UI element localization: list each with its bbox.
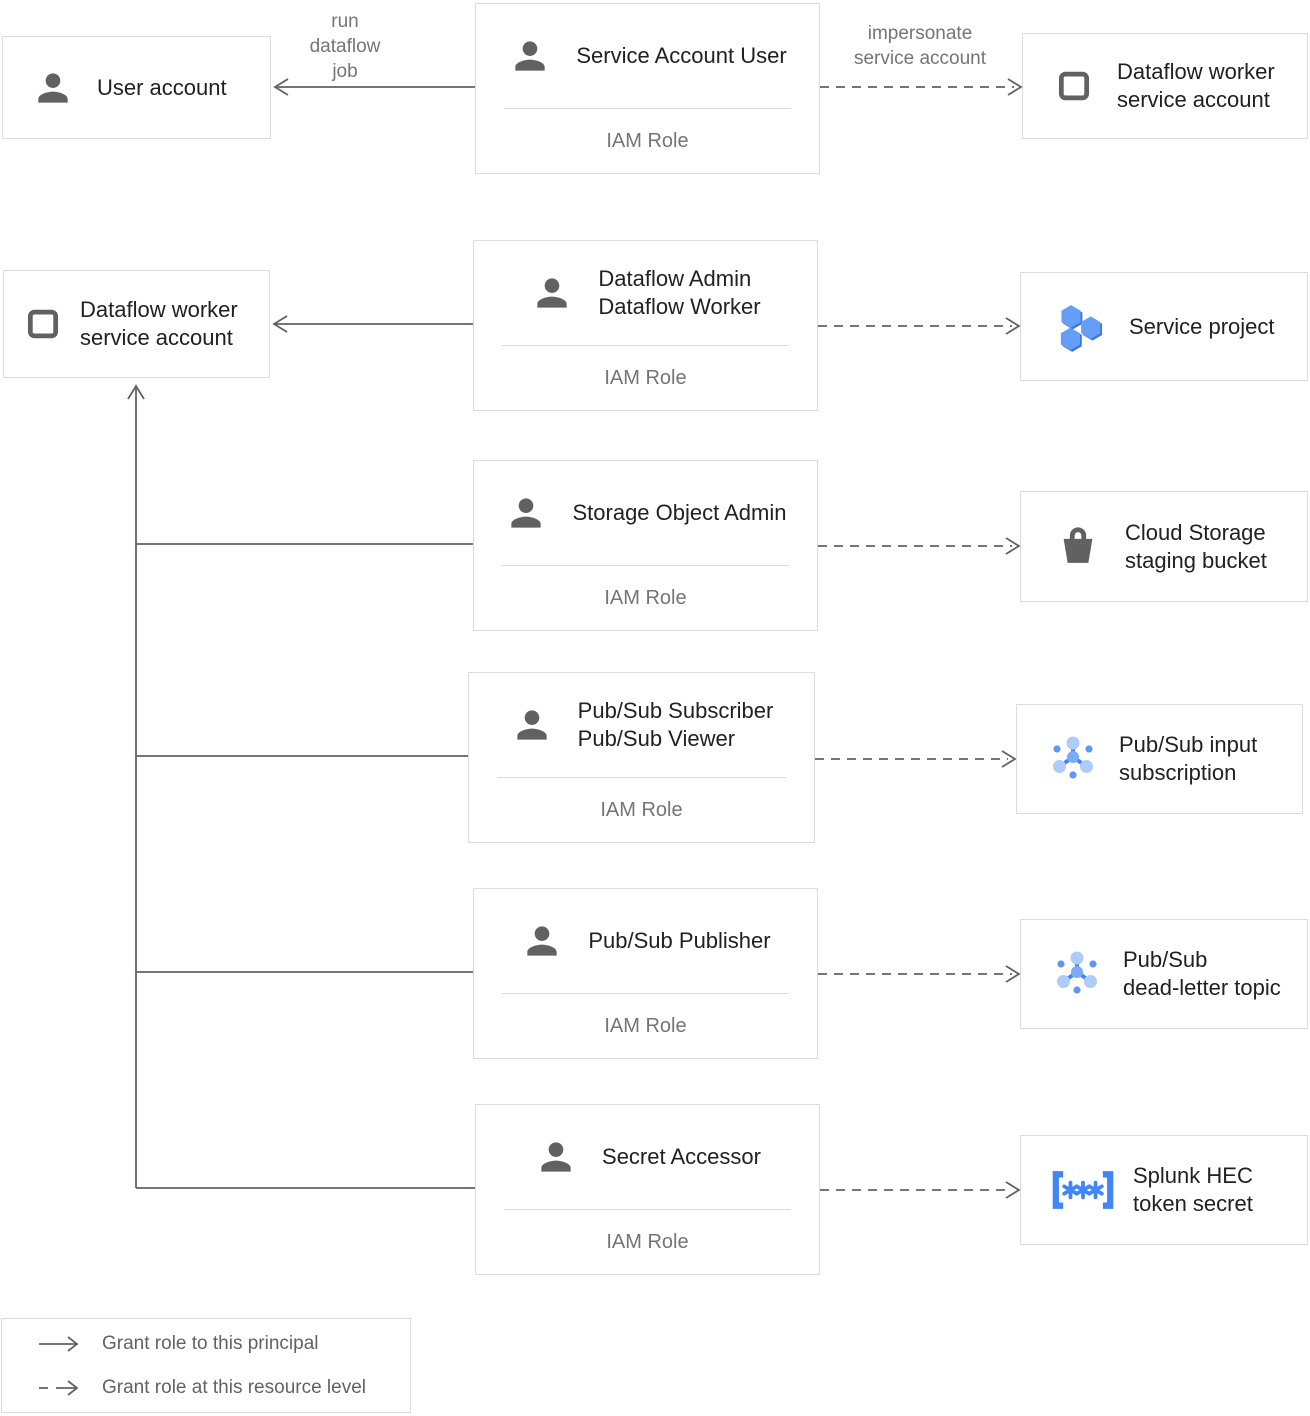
arrowhead-splunk-secret — [1005, 1181, 1021, 1199]
divider — [504, 108, 791, 109]
iam-role-label: IAM Role — [604, 586, 687, 609]
arrowhead-impersonate — [1007, 78, 1023, 96]
iam-box-secret-accessor: Secret Accessor IAM Role — [475, 1104, 820, 1275]
person-icon — [508, 34, 552, 78]
resource-label: Pub/Sub dead-letter topic — [1123, 947, 1281, 1000]
iam-box-pubsub-publisher: Pub/Sub Publisher IAM Role — [473, 888, 818, 1059]
dashed-arrow-icon — [39, 1379, 79, 1396]
person-icon — [530, 271, 574, 315]
arrowhead-trunk-up — [127, 384, 145, 400]
person-icon — [534, 1135, 578, 1179]
arrowhead-run-dataflow-job — [273, 78, 289, 96]
iam-role-title: Pub/Sub Publisher — [588, 928, 771, 953]
person-icon — [31, 66, 75, 110]
resource-label: Service project — [1129, 313, 1275, 339]
legend: Grant role to this principal Grant role … — [1, 1318, 411, 1413]
person-icon — [510, 703, 554, 747]
divider — [502, 993, 789, 994]
divider — [502, 565, 789, 566]
resource-label: Dataflow worker service account — [1117, 59, 1275, 112]
node-dataflow-worker-service-account: Dataflow worker service account — [3, 270, 270, 378]
project-hexagons-icon — [1053, 300, 1107, 354]
iam-role-label: IAM Role — [604, 1014, 687, 1037]
legend-label-solid: Grant role to this principal — [102, 1332, 319, 1354]
iam-role-label: IAM Role — [600, 798, 683, 821]
pubsub-icon — [1049, 735, 1097, 783]
iam-box-dataflow-admin-worker: Dataflow Admin Dataflow Worker IAM Role — [473, 240, 818, 411]
solid-arrow-icon — [39, 1335, 79, 1352]
resource-label: Cloud Storage staging bucket — [1125, 519, 1267, 573]
resource-pubsub-dead-letter-topic: Pub/Sub dead-letter topic — [1020, 919, 1308, 1029]
node-label: User account — [97, 74, 227, 100]
arrowhead-input-subscription — [1001, 750, 1017, 768]
iam-box-storage-object-admin: Storage Object Admin IAM Role — [473, 460, 818, 631]
iam-role-title: Secret Accessor — [602, 1144, 761, 1169]
arrowhead-grant-dwsa — [272, 315, 288, 333]
node-user-account: User account — [2, 36, 271, 139]
node-label: Dataflow worker service account — [80, 297, 238, 350]
pubsub-icon — [1053, 950, 1101, 998]
resource-splunk-hec-token-secret: Splunk HEC token secret — [1020, 1135, 1308, 1245]
person-icon — [520, 919, 564, 963]
iam-role-title: Storage Object Admin — [572, 500, 787, 525]
person-icon — [504, 491, 548, 535]
secret-brackets-icon — [1049, 1167, 1117, 1213]
iam-box-service-account-user: Service Account User IAM Role — [475, 3, 820, 174]
divider — [497, 777, 786, 778]
iam-role-title: Service Account User — [576, 43, 787, 68]
arrow-label-run-dataflow-job: run dataflow job — [309, 11, 381, 82]
iam-role-title: Dataflow Admin Dataflow Worker — [598, 266, 761, 319]
iam-role-label: IAM Role — [604, 366, 687, 389]
resource-label: Splunk HEC token secret — [1133, 1163, 1253, 1216]
resource-service-project: Service project — [1020, 272, 1308, 381]
resource-pubsub-input-subscription: Pub/Sub input subscription — [1016, 704, 1303, 814]
iam-role-label: IAM Role — [606, 129, 689, 152]
iam-role-label: IAM Role — [606, 1230, 689, 1253]
arrowhead-dead-letter-topic — [1005, 965, 1021, 983]
resource-dataflow-worker-service-account: Dataflow worker service account — [1022, 33, 1308, 139]
arrowhead-service-project — [1005, 317, 1021, 335]
legend-row-solid: Grant role to this principal — [2, 1322, 410, 1366]
resource-label: Pub/Sub input subscription — [1119, 732, 1258, 785]
divider — [504, 1209, 791, 1210]
service-account-icon — [1055, 67, 1093, 105]
legend-row-dashed: Grant role at this resource level — [2, 1366, 410, 1410]
iam-role-title: Pub/Sub Subscriber Pub/Sub Viewer — [577, 698, 774, 751]
storage-bucket-icon — [1055, 524, 1101, 570]
service-account-icon — [24, 305, 62, 343]
iam-box-pubsub-subscriber-viewer: Pub/Sub Subscriber Pub/Sub Viewer IAM Ro… — [468, 672, 815, 843]
legend-label-dashed: Grant role at this resource level — [102, 1376, 367, 1398]
arrow-label-impersonate-service-account: impersonate service account — [853, 23, 986, 69]
divider — [502, 345, 789, 346]
arrowhead-staging-bucket — [1005, 537, 1021, 555]
resource-cloud-storage-staging-bucket: Cloud Storage staging bucket — [1020, 491, 1308, 602]
